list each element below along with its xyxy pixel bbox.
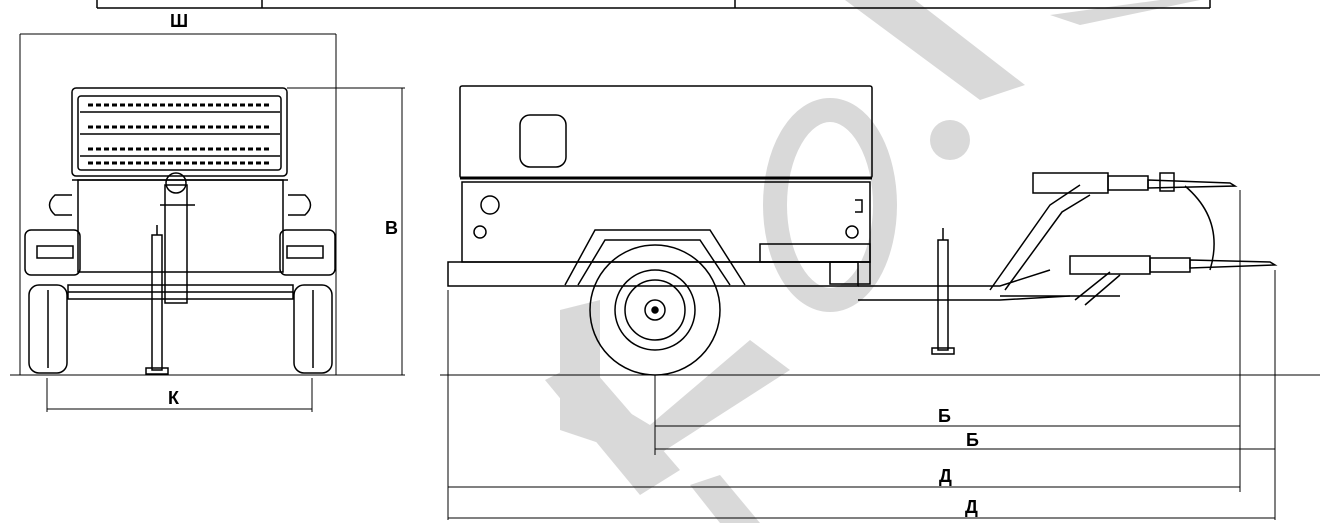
side-view [440, 85, 1320, 520]
watermark [545, 0, 1200, 523]
header-table-strip [96, 0, 1211, 9]
dim-label-length-d1: Д [939, 466, 952, 486]
front-view [10, 33, 405, 412]
dim-label-height: В [385, 218, 398, 238]
dim-label-track: К [168, 388, 180, 408]
vent-slots [88, 103, 272, 165]
dim-label-width: Ш [170, 11, 188, 31]
dim-label-length-b1: Б [938, 406, 951, 426]
dim-label-length-d2: Д [965, 497, 978, 517]
dim-label-length-b2: Б [966, 430, 979, 450]
